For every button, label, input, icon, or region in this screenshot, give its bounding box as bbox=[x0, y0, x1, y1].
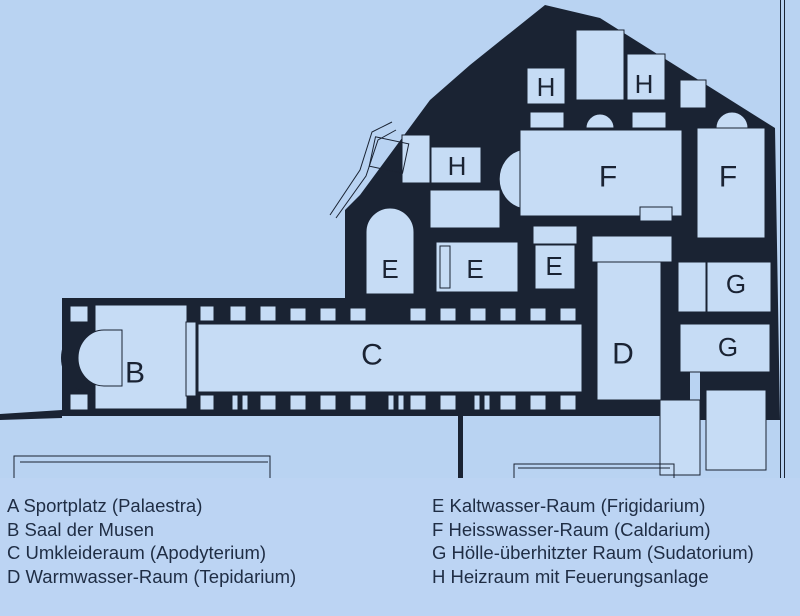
room-label-h3: H bbox=[448, 151, 467, 181]
legend-item-b: B Saal der Musen bbox=[7, 518, 155, 540]
room-label-e2: E bbox=[466, 254, 483, 284]
palaestra-colonnade bbox=[13, 455, 675, 478]
room-label-g2: G bbox=[718, 332, 738, 362]
legend-item-c: C Umkleideraum (Apodyterium) bbox=[7, 542, 267, 563]
room-label-d: D bbox=[612, 338, 634, 371]
legend-item-h: H Heizraum mit Feuerungsanlage bbox=[432, 565, 709, 587]
rooms bbox=[61, 29, 772, 476]
room-label-g1: G bbox=[726, 269, 746, 299]
room-label-f1: F bbox=[599, 161, 617, 194]
legend-item-e: E Kaltwasser-Raum (Frigidarium) bbox=[432, 495, 706, 516]
room-label-c: C bbox=[361, 339, 383, 372]
room-label-f2: F bbox=[719, 161, 737, 194]
room-label-b: B bbox=[125, 357, 145, 390]
legend: A Sportplatz (Palaestra) B Saal der Muse… bbox=[0, 478, 800, 616]
legend-column-right: E Kaltwasser-Raum (Frigidarium) F Heissw… bbox=[432, 494, 754, 588]
legend-item-a: A Sportplatz (Palaestra) bbox=[7, 495, 203, 516]
legend-item-f: F Heisswasser-Raum (Caldarium) bbox=[432, 518, 711, 540]
niches-south bbox=[199, 394, 577, 411]
niches-north bbox=[199, 305, 577, 322]
room-label-h2: H bbox=[635, 69, 654, 99]
floor-plan: B C D E E E F F G G H H H bbox=[0, 5, 780, 478]
legend-column-left: A Sportplatz (Palaestra) B Saal der Muse… bbox=[7, 494, 296, 588]
room-label-e3: E bbox=[545, 251, 562, 281]
room-labels: B C D E E E F F G G H H H bbox=[125, 69, 746, 390]
legend-item-g: G Hölle-überhitzter Raum (Sudatorium) bbox=[432, 542, 754, 563]
room-label-e1: E bbox=[381, 254, 398, 284]
ruin-outlines bbox=[329, 121, 410, 219]
legend-item-d: D Warmwasser-Raum (Tepidarium) bbox=[7, 565, 297, 587]
page-frame-line bbox=[780, 0, 785, 478]
room-label-h1: H bbox=[537, 72, 556, 102]
